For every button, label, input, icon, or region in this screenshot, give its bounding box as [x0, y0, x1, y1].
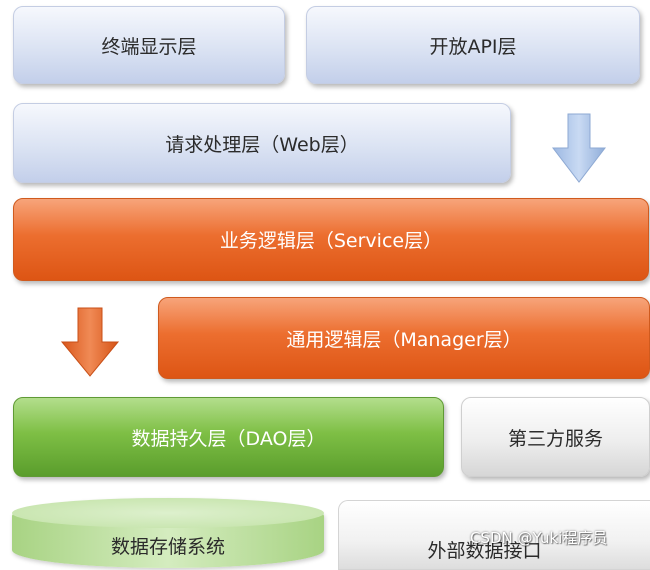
common-logic-layer: 通用逻辑层（Manager层） — [158, 297, 650, 379]
data-persistence-label: 数据持久层（DAO层） — [131, 427, 326, 450]
third-party-label: 第三方服务 — [507, 427, 603, 450]
third-party-service-layer: 第三方服务 — [461, 397, 650, 477]
open-api-layer: 开放API层 — [306, 6, 640, 84]
business-logic-label: 业务逻辑层（Service层） — [219, 230, 443, 252]
terminal-display-label: 终端显示层 — [101, 35, 197, 58]
request-handling-label: 请求处理层（Web层） — [165, 133, 359, 156]
common-logic-label: 通用逻辑层（Manager层） — [286, 328, 522, 351]
data-persistence-layer: 数据持久层（DAO层） — [13, 397, 444, 477]
data-storage-system: 数据存储系统 — [12, 498, 324, 568]
data-storage-label: 数据存储系统 — [110, 535, 225, 558]
watermark: CSDN @Yuki程序员 — [470, 529, 608, 547]
down-arrow-icon — [551, 113, 607, 183]
external-interface-label: 外部数据接口 — [427, 539, 542, 562]
open-api-label: 开放API层 — [429, 35, 517, 58]
terminal-display-layer: 终端显示层 — [13, 6, 285, 84]
down-arrow-icon — [60, 307, 120, 377]
business-logic-layer: 业务逻辑层（Service层） — [13, 198, 649, 281]
request-handling-layer: 请求处理层（Web层） — [13, 103, 511, 183]
